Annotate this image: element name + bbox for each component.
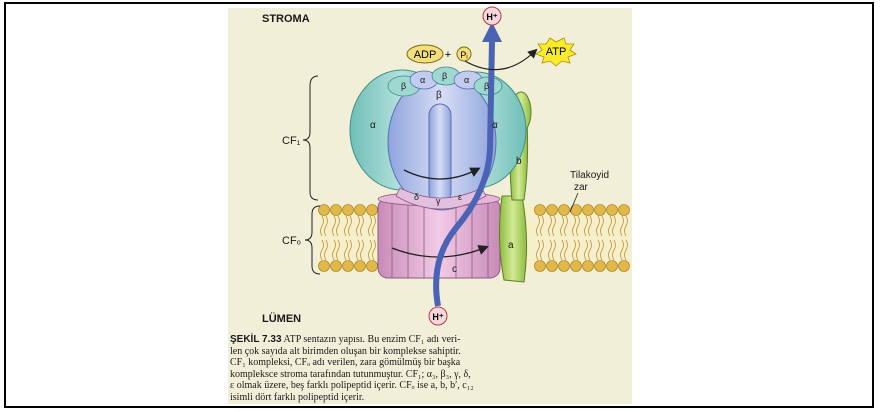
alpha-label-right: α bbox=[492, 120, 498, 131]
lipid-head bbox=[535, 205, 546, 216]
gamma-label: γ bbox=[436, 196, 441, 206]
epsilon-label: ε bbox=[458, 192, 462, 202]
alpha-label-top: β bbox=[442, 71, 447, 81]
cf1-label: CF₁ bbox=[282, 135, 301, 147]
proton-bottom: H⁺ bbox=[429, 307, 447, 325]
beta-label-top: α bbox=[420, 75, 425, 85]
alpha-label-top-left: β bbox=[401, 81, 406, 91]
lipid-head bbox=[331, 261, 342, 272]
subunit-a-label: a bbox=[508, 240, 514, 251]
zar-label: zar bbox=[574, 182, 589, 193]
beta-label-center: β bbox=[436, 90, 442, 101]
svg-text:ADP: ADP bbox=[414, 49, 437, 61]
lipid-head bbox=[607, 205, 618, 216]
beta-label-top-right: α bbox=[464, 75, 469, 85]
lipid-head bbox=[595, 261, 606, 272]
lipid-head bbox=[319, 205, 330, 216]
lipid-head bbox=[595, 205, 606, 216]
lipid-head bbox=[355, 261, 366, 272]
adp-label: ADP bbox=[407, 45, 443, 63]
lipid-head bbox=[319, 261, 330, 272]
svg-text:ATP: ATP bbox=[546, 46, 567, 58]
lipid-head bbox=[607, 261, 618, 272]
caption-line-4: kompleksce stroma tarafından tutunmuştur… bbox=[230, 369, 630, 381]
plus-sign: + bbox=[445, 49, 451, 61]
lipid-head bbox=[559, 205, 570, 216]
lipid-head bbox=[343, 261, 354, 272]
lipid-head bbox=[355, 205, 366, 216]
caption-line-1: ŞEKİL 7.33 ATP sentazın yapısı. Bu enzim… bbox=[230, 334, 630, 346]
lipid-head bbox=[583, 205, 594, 216]
lipid-head bbox=[619, 261, 630, 272]
svg-text:H⁺: H⁺ bbox=[486, 12, 497, 22]
lipid-head bbox=[571, 261, 582, 272]
gamma-shaft bbox=[429, 104, 451, 204]
lumen-label: LÜMEN bbox=[262, 312, 301, 325]
figure-number: ŞEKİL 7.33 bbox=[230, 334, 282, 345]
subunit-c-label: c bbox=[452, 264, 457, 275]
svg-text:H⁺: H⁺ bbox=[432, 312, 443, 322]
delta-label: δ bbox=[414, 192, 419, 202]
stroma-label: STROMA bbox=[262, 13, 310, 25]
lipid-head bbox=[343, 205, 354, 216]
alpha-label-left: α bbox=[370, 120, 376, 131]
figure-caption: ŞEKİL 7.33 ATP sentazın yapısı. Bu enzim… bbox=[230, 334, 630, 403]
caption-line-3: CF₁ kompleksi, CFₒ adı verilen, zara göm… bbox=[230, 357, 630, 369]
subunit-a bbox=[499, 196, 526, 282]
lipid-head bbox=[583, 261, 594, 272]
lipid-head bbox=[331, 205, 342, 216]
lipid-head bbox=[367, 261, 378, 272]
caption-line-6: isimli dört farklı polipeptid içerir. bbox=[230, 392, 630, 404]
svg-text:Pᵢ: Pᵢ bbox=[460, 50, 467, 60]
lipid-head bbox=[367, 205, 378, 216]
tilakoyid-label: Tilakoyid bbox=[570, 170, 609, 181]
lipid-head bbox=[547, 261, 558, 272]
cfo-label: CFₒ bbox=[282, 235, 301, 247]
lipid-head bbox=[559, 261, 570, 272]
lipid-head bbox=[619, 205, 630, 216]
proton-top: H⁺ bbox=[483, 7, 501, 25]
caption-line-5: ε olmak üzere, beş farklı polipeptid içe… bbox=[230, 380, 630, 392]
caption-line-2: len çok sayıda alt birimden oluşan bir k… bbox=[230, 346, 630, 358]
lipid-head bbox=[547, 205, 558, 216]
beta-label-right: β bbox=[484, 81, 489, 91]
lipid-head bbox=[535, 261, 546, 272]
pi-label: Pᵢ bbox=[457, 47, 471, 61]
subunit-b-label: b bbox=[516, 156, 522, 167]
